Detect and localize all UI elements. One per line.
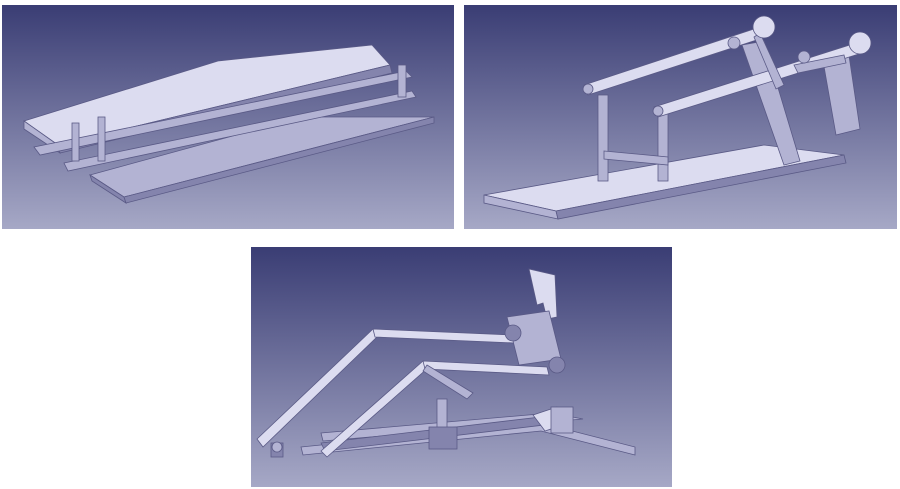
upright-left (597, 94, 609, 182)
arm-mid (422, 360, 550, 376)
cad-render-tray-with-rails (2, 5, 454, 229)
front-joint (271, 441, 283, 453)
pivot-front (848, 31, 872, 55)
base-plate-front (123, 116, 435, 204)
pivot-joint-d (652, 105, 664, 117)
rail-post-left (71, 122, 80, 162)
base-plate-front (555, 154, 847, 220)
rail-post-right (397, 64, 407, 98)
seat-roller-right (548, 356, 566, 374)
carriage-block (428, 426, 458, 450)
link-connector (793, 54, 847, 74)
cross-bar (603, 150, 669, 166)
linkage-bar (422, 364, 474, 400)
pivot-upper (752, 15, 776, 39)
seat-roller-left (504, 324, 522, 342)
pivot-joint-a (727, 36, 741, 50)
rail-lower (63, 90, 417, 172)
tray-with-rails-svg (2, 5, 454, 229)
frame-with-arms-svg (464, 5, 897, 229)
link-upper (753, 32, 785, 90)
full-assembly-svg (251, 247, 672, 487)
pivot-joint-c (582, 83, 594, 95)
pivot-joint-b (797, 50, 811, 64)
cad-render-full-assembly (251, 247, 672, 487)
rail-post-middle (97, 116, 106, 162)
rear-block (550, 406, 574, 434)
rail-upper (33, 70, 413, 156)
upright-middle (657, 108, 669, 182)
cad-render-frame-with-linkage-arms (464, 5, 897, 229)
